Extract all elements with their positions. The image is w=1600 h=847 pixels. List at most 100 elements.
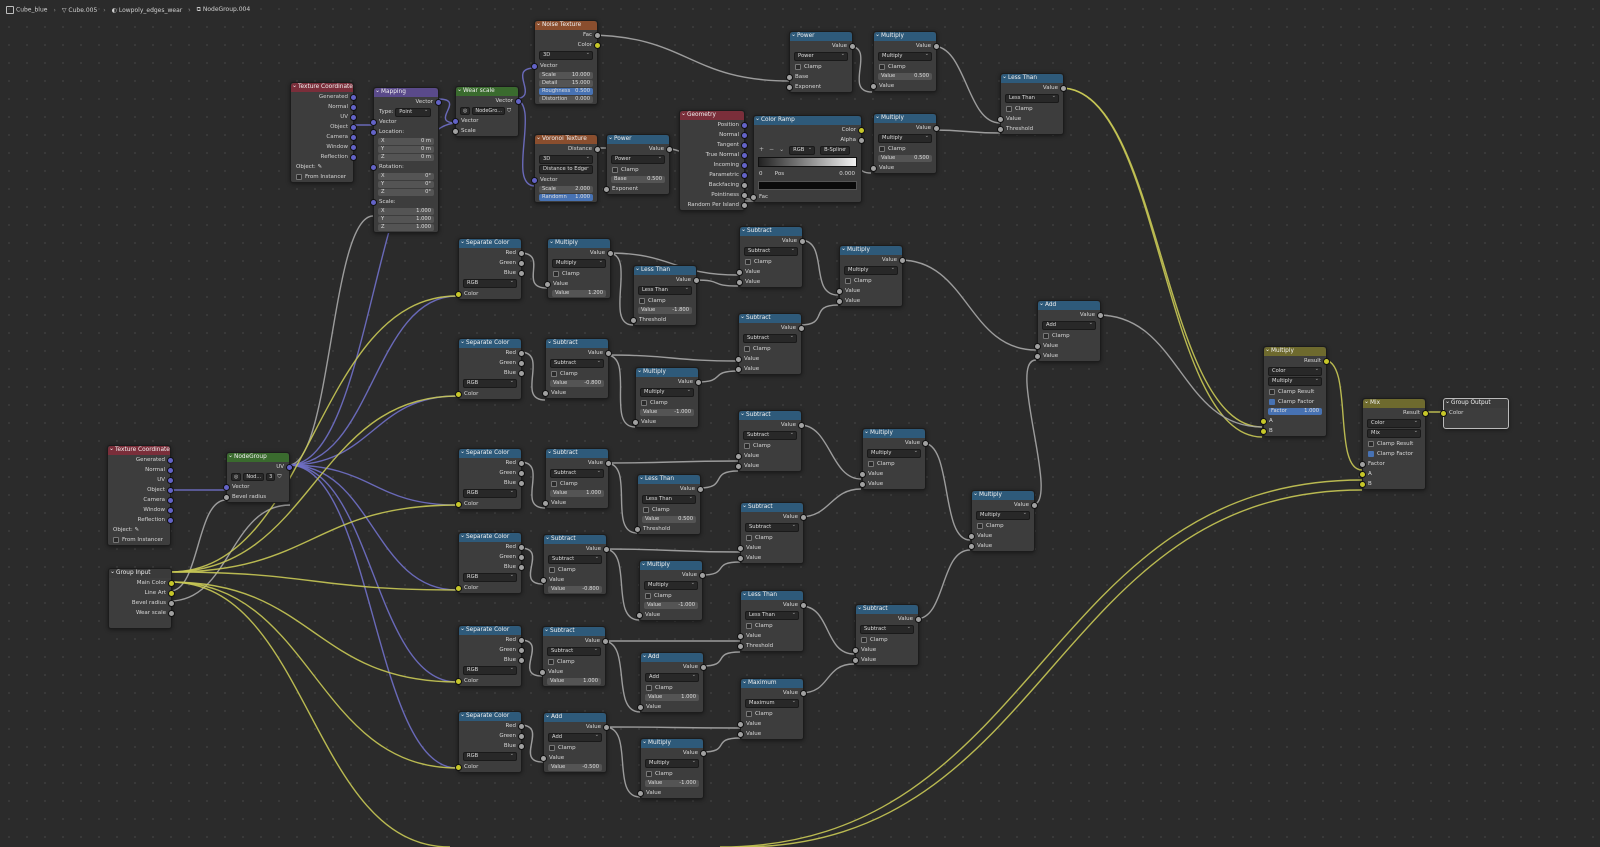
node-title[interactable]: Separate Color	[459, 533, 521, 542]
operation-select[interactable]: Less Than	[1005, 93, 1059, 103]
clamp-checkbox[interactable]: Clamp	[543, 657, 605, 667]
multiply-node-r2[interactable]: Multiply Value Multiply Clamp Value-1.00…	[632, 367, 702, 428]
subtract-node-c4-2[interactable]: Subtract Value Subtract Clamp Value Valu…	[735, 313, 805, 375]
clamp-checkbox[interactable]: Clamp	[874, 144, 936, 154]
breadcrumb-item-material[interactable]: ◐ Lowpoly_edges_wear	[111, 6, 183, 14]
wear-scale-group-node[interactable]: Wear scale Vector ◎NodeGro...⛉ Vector Sc…	[452, 86, 522, 137]
multiply-node-r4[interactable]: Multiply Value Multiply Clamp Value-1.00…	[636, 560, 706, 621]
multiply-node-top2[interactable]: Multiply Value Multiply Clamp Value0.500…	[870, 113, 940, 174]
socket[interactable]	[350, 104, 357, 111]
mapping-node[interactable]: Mapping Vector Type: Point Vector Locati…	[370, 87, 442, 233]
socket[interactable]	[350, 154, 357, 161]
node-title[interactable]: Multiply	[640, 561, 702, 570]
operation-select[interactable]: Subtract	[743, 333, 797, 343]
value-field[interactable]: Value-1.000	[644, 602, 698, 609]
socket[interactable]	[350, 144, 357, 151]
clamp-checkbox[interactable]: Clamp	[741, 709, 803, 719]
node-title[interactable]: Separate Color	[459, 239, 521, 248]
clamp-checkbox[interactable]: Clamp	[634, 296, 696, 306]
subtract-node-c4-4[interactable]: Subtract Value Subtract Clamp Value Valu…	[737, 502, 807, 564]
node-title[interactable]: Less Than	[741, 591, 803, 600]
subtract-node-r3[interactable]: Subtract Value Subtract Clamp Value1.000…	[542, 448, 612, 509]
mode-select[interactable]: RGB	[463, 488, 517, 498]
mode-select[interactable]: RGB	[463, 751, 517, 761]
value-field[interactable]: Value-0.500	[548, 764, 602, 771]
noise-texture-node[interactable]: Noise Texture Fac Color 3D Vector Scale1…	[531, 20, 601, 105]
clamp-result-checkbox[interactable]: Clamp Result	[1363, 439, 1425, 449]
clamp-checkbox[interactable]: Clamp	[638, 505, 700, 515]
node-title[interactable]: Subtract	[546, 339, 608, 348]
operation-select[interactable]: Multiply	[976, 510, 1030, 520]
feature-select[interactable]: Distance to Edge	[539, 164, 593, 174]
ramp-color-swatch[interactable]	[758, 181, 857, 190]
node-title[interactable]: Separate Color	[459, 712, 521, 721]
multiply-node-c6[interactable]: Multiply Value Multiply Clamp Value Valu…	[968, 490, 1038, 552]
ramp-gradient[interactable]	[758, 157, 857, 167]
operation-select[interactable]: Multiply	[552, 258, 606, 268]
data-type-select[interactable]: Color	[1268, 366, 1322, 376]
subtract-node-c4-1[interactable]: Subtract Value Subtract Clamp Value Valu…	[736, 226, 806, 288]
operation-select[interactable]: Subtract	[745, 522, 799, 532]
node-title[interactable]: Group Output	[1444, 399, 1508, 408]
multiply-node-r6[interactable]: Multiply Value Multiply Clamp Value-1.00…	[637, 738, 707, 799]
node-title[interactable]: Subtract	[546, 449, 608, 458]
clamp-checkbox[interactable]: Clamp	[741, 533, 803, 543]
shield-icon[interactable]: ⛉	[506, 108, 512, 114]
subtract-node-r2[interactable]: Subtract Value Subtract Clamp Value-0.80…	[542, 338, 612, 399]
breadcrumb-item-object[interactable]: Cube_blue	[6, 6, 47, 14]
blend-mode-select[interactable]: Multiply	[1268, 376, 1322, 386]
operation-select[interactable]: Subtract	[744, 246, 798, 256]
clamp-checkbox[interactable]: Clamp	[740, 257, 802, 267]
clamp-factor-checkbox[interactable]: Clamp Factor	[1264, 397, 1326, 407]
breadcrumb-item-nodegroup[interactable]: ⧉ NodeGroup.004	[196, 6, 251, 13]
operation-select[interactable]: Subtract	[550, 468, 604, 478]
nodegroup-node[interactable]: NodeGroup UV ◎Nod...3⛉ Vector Bevel radi…	[223, 452, 293, 503]
mode-select[interactable]: RGB	[463, 665, 517, 675]
operation-select[interactable]: Add	[1042, 320, 1096, 330]
operation-select[interactable]: Maximum	[745, 698, 799, 708]
node-title[interactable]: Separate Color	[459, 449, 521, 458]
node-title[interactable]: Multiply	[840, 246, 902, 255]
mode-select[interactable]: RGB	[463, 278, 517, 288]
operation-select[interactable]: Add	[548, 732, 602, 742]
node-title[interactable]: Group Input	[109, 569, 171, 578]
node-title[interactable]: Subtract	[741, 503, 803, 512]
clamp-checkbox[interactable]: Clamp	[874, 62, 936, 72]
operation-select[interactable]: Less Than	[745, 610, 799, 620]
clamp-factor-checkbox[interactable]: Clamp Factor	[1363, 449, 1425, 459]
clamp-checkbox[interactable]: Clamp	[641, 683, 703, 693]
less-than-node-top[interactable]: Less Than Value Less Than Clamp Value Th…	[997, 73, 1067, 135]
node-title[interactable]: NodeGroup	[227, 453, 289, 462]
eyedropper-icon[interactable]: ✎	[134, 527, 140, 533]
node-title[interactable]: Separate Color	[459, 626, 521, 635]
separate-color-node-3[interactable]: Separate Color Red Green Blue RGB Color	[455, 448, 525, 510]
clamp-checkbox[interactable]: Clamp	[546, 479, 608, 489]
node-title[interactable]: Add	[1038, 301, 1100, 310]
multiply-node-c5-2[interactable]: Multiply Value Multiply Clamp Value Valu…	[859, 428, 929, 490]
node-title[interactable]: Multiply	[863, 429, 925, 438]
operation-select[interactable]: Multiply	[644, 580, 698, 590]
mix-multiply-node[interactable]: Multiply Result Color Multiply Clamp Res…	[1260, 346, 1330, 437]
node-title[interactable]: Geometry	[680, 111, 744, 120]
value-field[interactable]: Value-1.000	[645, 780, 699, 787]
clamp-checkbox[interactable]: Clamp	[840, 276, 902, 286]
operation-select[interactable]: Subtract	[550, 358, 604, 368]
node-title[interactable]: Add	[544, 713, 606, 722]
separate-color-node-1[interactable]: Separate Color Red Green Blue RGB Color	[455, 238, 525, 300]
socket[interactable]	[350, 94, 357, 101]
node-title[interactable]: Less Than	[638, 475, 700, 484]
node-title[interactable]: Multiply	[636, 368, 698, 377]
node-title[interactable]: Subtract	[543, 627, 605, 636]
